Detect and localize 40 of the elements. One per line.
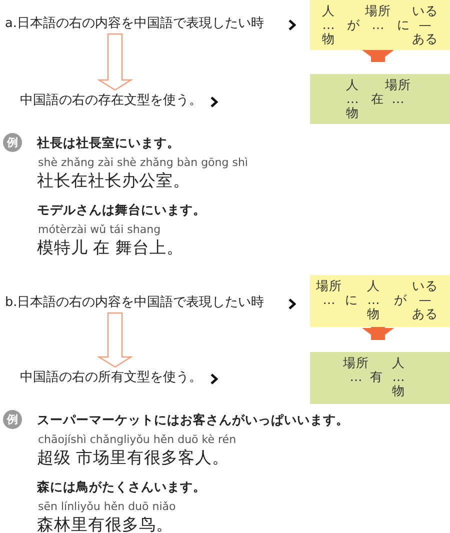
pattern-text: 場所 … [343,356,369,384]
pattern-box [310,275,450,327]
pattern-text: 有 [370,370,383,384]
example-sentence: モデルさんは舞台にいます。 [37,201,206,219]
pinyin-text: chāojíshì chǎngliyǒu hěn duō kè rén [38,433,236,447]
pattern-text: 人 … 物 [346,78,359,120]
pinyin-text: sēn línliyǒu hěn duō niǎo [38,500,176,514]
pattern-text: 場所 … [365,4,391,32]
example-sentence: 社長は社長室にいます。 [37,134,180,152]
pattern-box [310,0,450,50]
pattern-text: 人 … 物 [392,356,405,398]
example-badge: 例 [3,133,22,152]
pattern-text: に [397,18,410,32]
pattern-text: 在 [371,92,384,106]
chinese-sentence: 超级 市场里有很多客人。 [37,447,230,468]
pattern-text: いる — ある [412,279,438,321]
example-badge: 例 [3,410,22,429]
block-arrow [362,327,394,340]
example-sentence: 森には鳥がたくさんいます。 [37,478,206,496]
pattern-text: 場所 … [385,78,411,106]
pattern-text: 場所 … [316,279,342,307]
pinyin-text: mótèrzài wǔ tái shang [38,223,161,237]
pinyin-text: shè zhǎng zài shè zhǎng bàn gōng shì [38,156,248,170]
result-box [310,74,450,124]
pattern-text: 人 … 物 [367,279,380,321]
condition-text: a.日本語の右の内容を中国語で表現したい時 [5,15,264,33]
rule-text: 中国語の右の存在文型を使う。 [20,92,202,110]
chinese-sentence: 森林里有很多鸟。 [37,514,173,533]
rule-text: 中国語の右の所有文型を使う。 [20,369,202,387]
pattern-text: 人 … 物 [322,4,335,46]
result-box [310,352,450,404]
condition-text: b.日本語の右の内容を中国語で表現したい時 [5,294,264,312]
example-sentence: スーパーマーケットにはお客さんがいっぱいいます。 [37,411,349,429]
chinese-sentence: 社长在社长办公室。 [37,170,190,191]
pattern-text: が [394,293,407,307]
pattern-text: が [347,18,360,32]
pattern-text: に [345,293,358,307]
block-arrow [362,50,394,62]
pattern-text: いる — ある [412,4,438,46]
chinese-sentence: 模特儿 在 舞台上。 [37,237,184,258]
